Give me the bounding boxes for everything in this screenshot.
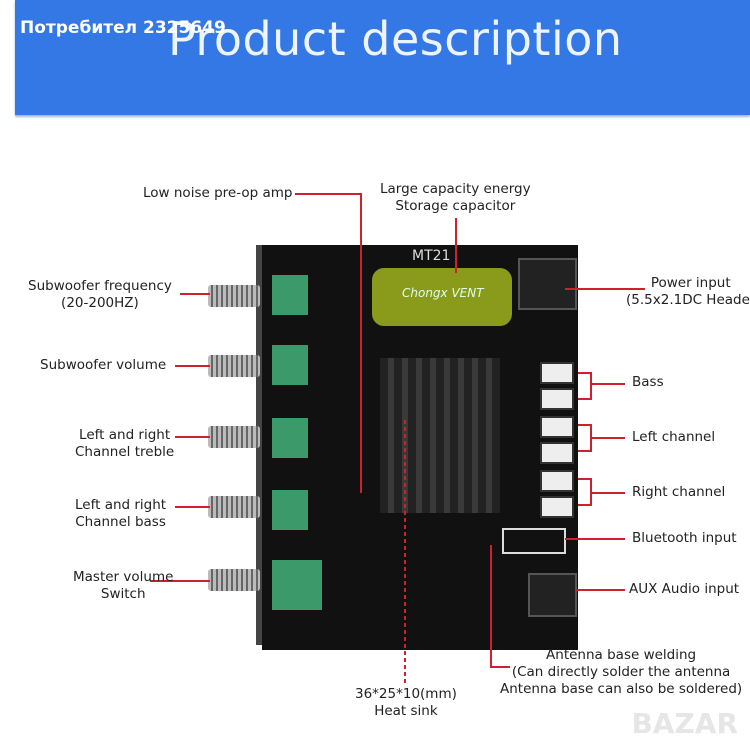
terminal [540,416,574,438]
pointer-line [578,504,590,506]
header-banner [15,0,750,115]
terminal [540,442,574,464]
bazar-watermark: BAZAR [631,707,738,740]
board-model: MT21 [412,248,451,264]
pointer-line [295,193,360,195]
aux-jack [528,573,577,617]
label-preamp: Low noise pre-op amp [143,185,293,201]
knob-master [208,569,260,591]
label-sub-volume: Subwoofer volume [40,357,167,373]
heat-sink [380,358,500,513]
pointer-line [578,372,590,374]
label-aux-input: AUX Audio input [629,581,740,597]
pointer-line [565,288,645,290]
pointer-line [578,424,590,426]
terminal [540,362,574,384]
label-right-channel: Right channel [632,484,726,500]
knob-treble [208,426,260,448]
pointer-line [578,450,590,452]
pointer-line [590,492,625,494]
pointer-line [360,193,362,493]
pointer-line [175,436,210,438]
pointer-line [590,437,625,439]
knob-bass [208,496,260,518]
user-watermark: Потребител 2325649 [20,18,226,38]
page-title: Product description [168,12,623,66]
potentiometer [272,490,308,530]
label-bass-output: Bass [632,374,664,390]
knob-sub-volume [208,355,260,377]
pointer-line [578,398,590,400]
pointer-line [175,506,210,508]
dc-jack [518,258,577,310]
pointer-line [490,666,510,668]
pointer-line [590,372,592,400]
label-sub-frequency: Subwoofer frequency(20-200HZ) [28,278,172,311]
pointer-line [455,218,457,273]
knob-sub-frequency [208,285,260,307]
terminal [540,470,574,492]
pointer-line [578,478,590,480]
pointer-line [180,293,210,295]
label-left-channel: Left channel [632,429,716,445]
label-power-input: Power input(5.5x2.1DC Header [626,275,750,308]
potentiometer [272,418,308,458]
potentiometer [272,560,322,610]
terminal [540,388,574,410]
label-antenna: Antenna base welding(Can directly solder… [500,647,743,697]
label-bluetooth-input: Bluetooth input [632,530,737,546]
pointer-line [575,589,625,591]
label-heat-sink: 36*25*10(mm)Heat sink [355,686,457,719]
capacitor: Chongx VENT [372,268,512,326]
pointer-line [175,365,210,367]
pointer-line [490,545,492,667]
potentiometer [272,345,308,385]
pointer-line [404,420,406,685]
terminal [540,496,574,518]
pointer-line [590,383,625,385]
bluetooth-antenna-trace [502,528,566,554]
pointer-line [565,538,625,540]
potentiometer [272,275,308,315]
pointer-line [150,580,210,582]
